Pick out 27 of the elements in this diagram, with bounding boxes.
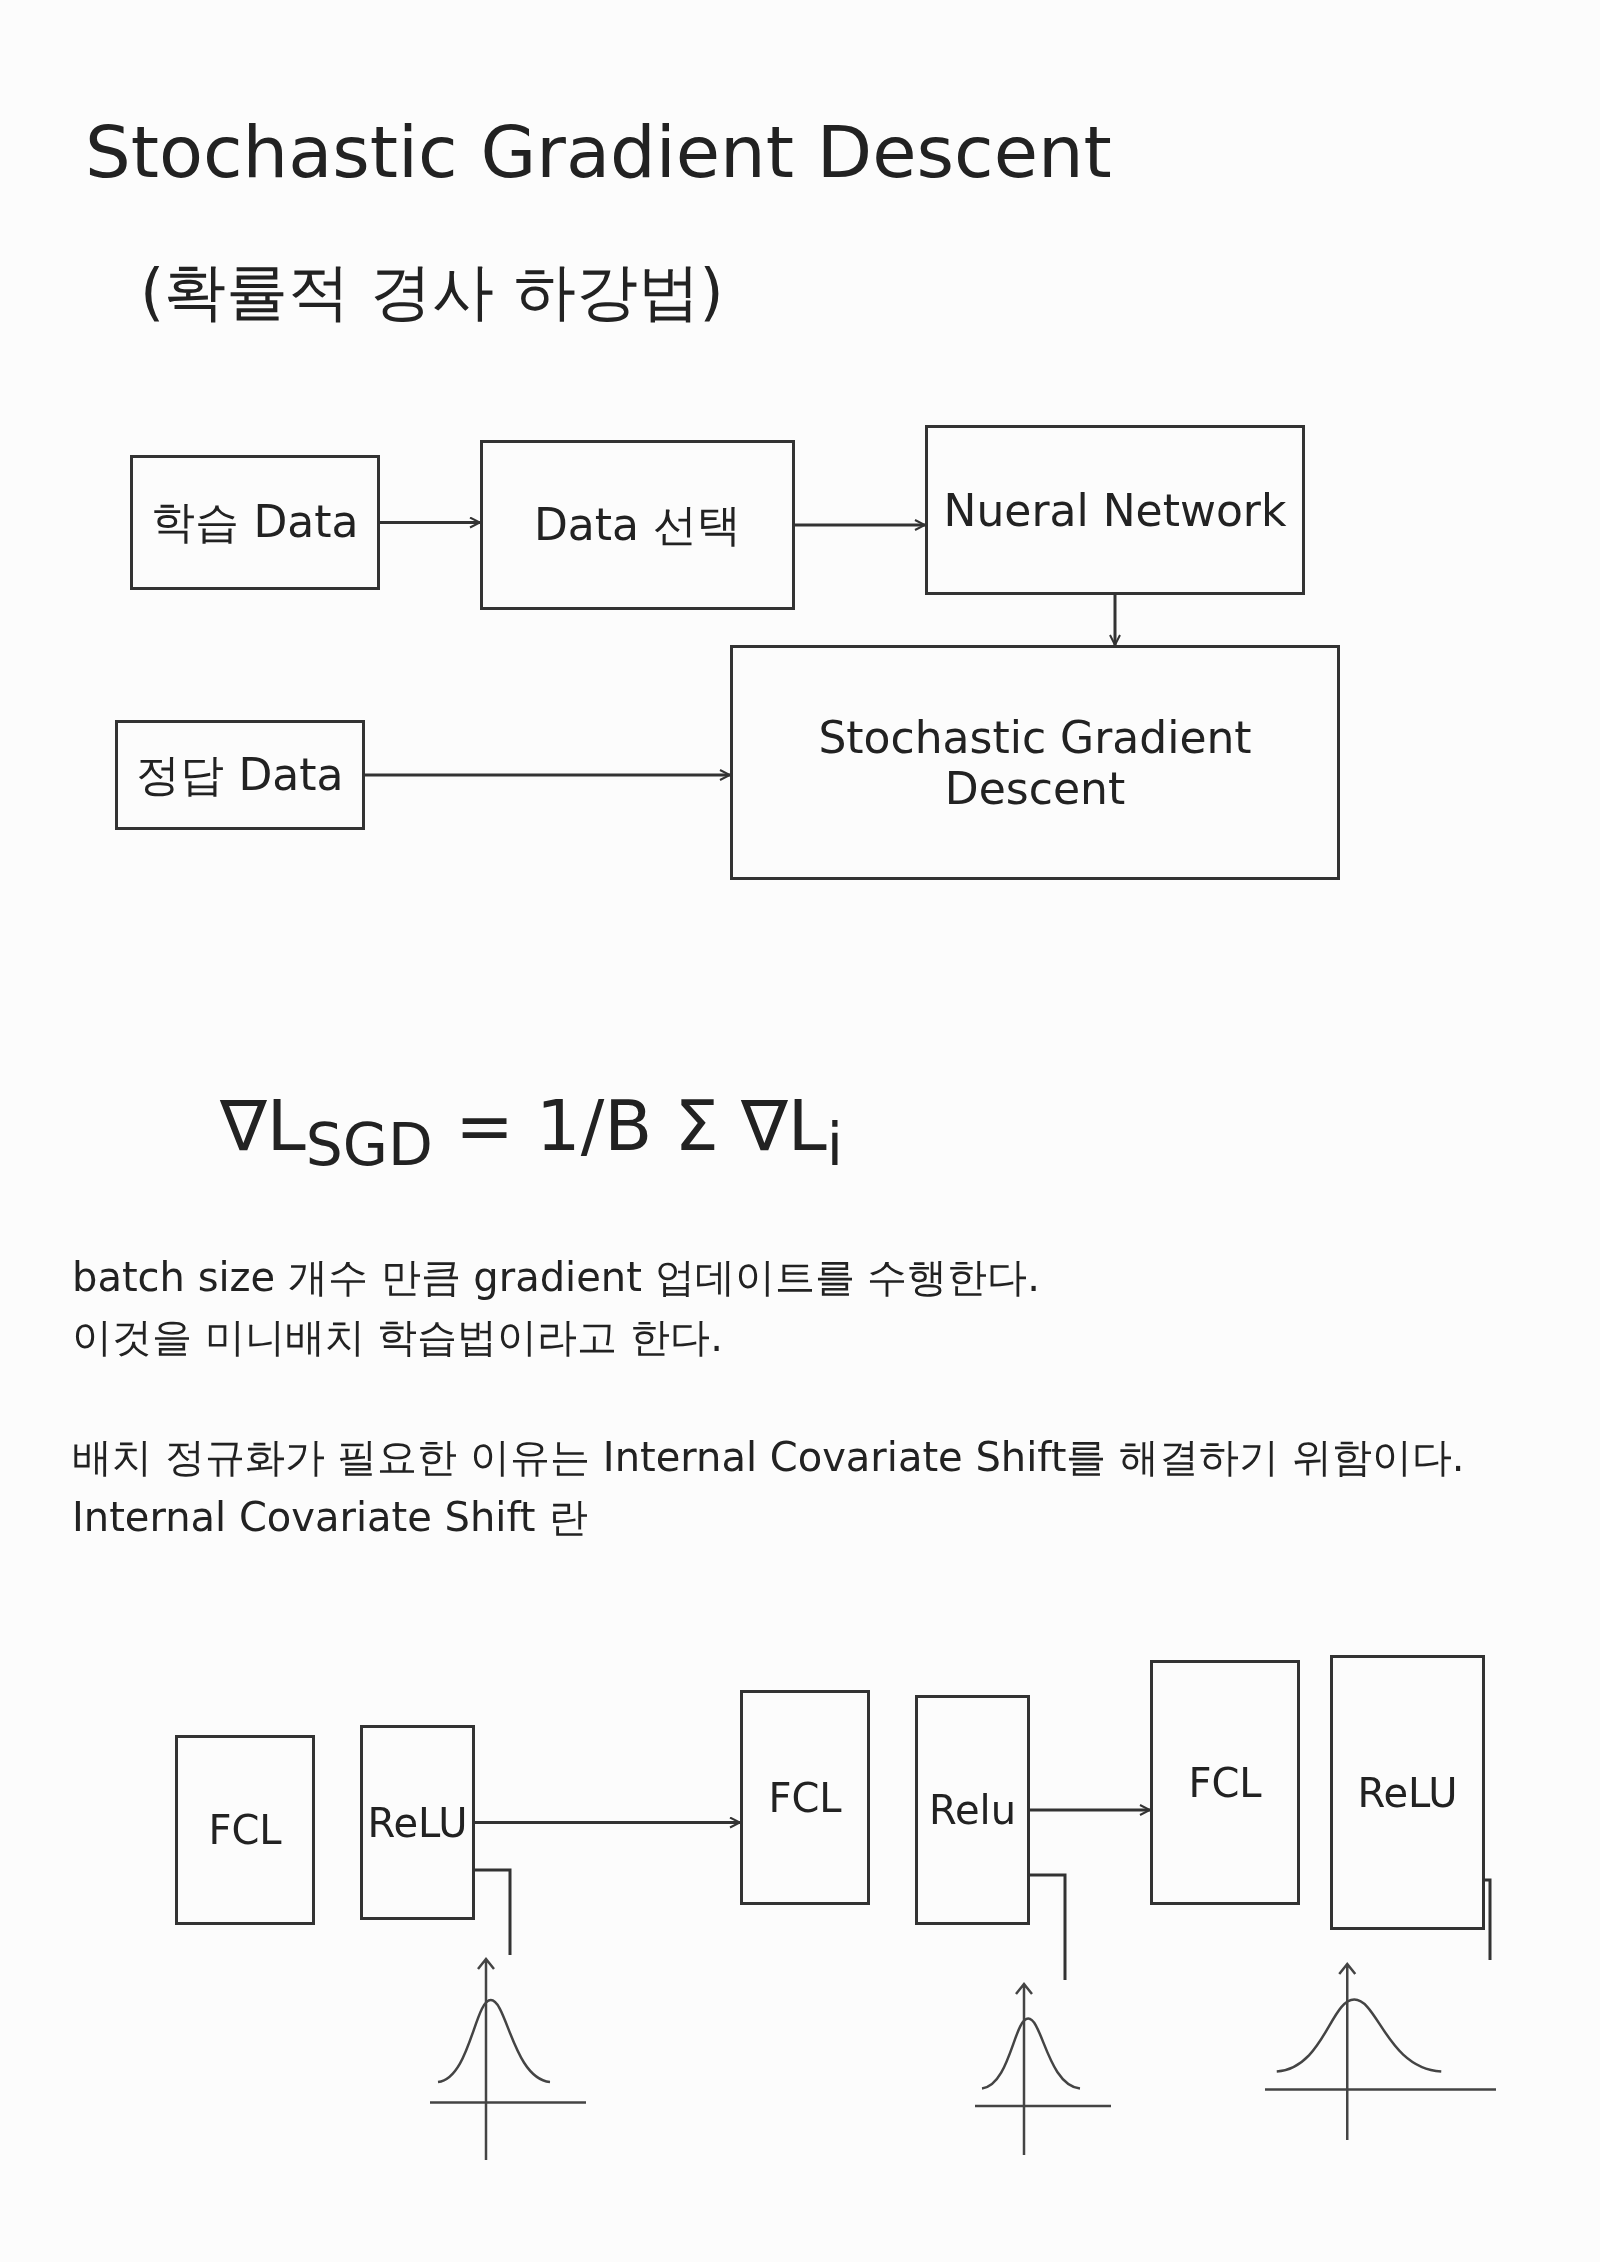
body-text: 배치 정규화가 필요한 이유는 Internal Covariate Shift를 해결하기 위함이다.: [72, 1433, 1465, 1482]
connector-line: [1485, 1878, 1492, 1960]
process-box: Data 선택: [480, 440, 795, 610]
process-box: 학습 Data: [130, 455, 380, 590]
body-text: Internal Covariate Shift 란: [72, 1493, 589, 1542]
arrow: [1109, 595, 1121, 646]
process-box: Nueral Network: [925, 425, 1305, 595]
layer-box: ReLU: [360, 1725, 475, 1920]
connector-line: [1030, 1873, 1067, 1980]
arrow: [795, 519, 926, 531]
layer-box: FCL: [740, 1690, 870, 1905]
body-text: batch size 개수 만큼 gradient 업데이트를 수행한다.: [72, 1253, 1040, 1302]
connector-line: [475, 1868, 512, 1955]
body-text: 이것을 미니배치 학습법이라고 한다.: [72, 1313, 723, 1362]
arrow: [365, 769, 731, 781]
arrow: [380, 516, 481, 529]
arrow: [1030, 1804, 1151, 1816]
arrow: [475, 1816, 741, 1829]
title: Stochastic Gradient Descent: [85, 110, 1112, 194]
formula: ∇L$_{SGD}$ = 1/B Σ ∇L$_{i}$: [220, 1085, 844, 1179]
process-box: 정답 Data: [115, 720, 365, 830]
process-box: Stochastic Gradient Descent: [730, 645, 1340, 880]
layer-box: FCL: [175, 1735, 315, 1925]
subtitle: (확률적 경사 하강법): [140, 254, 724, 330]
layer-box: ReLU: [1330, 1655, 1485, 1930]
layer-box: FCL: [1150, 1660, 1300, 1905]
layer-box: Relu: [915, 1695, 1030, 1925]
